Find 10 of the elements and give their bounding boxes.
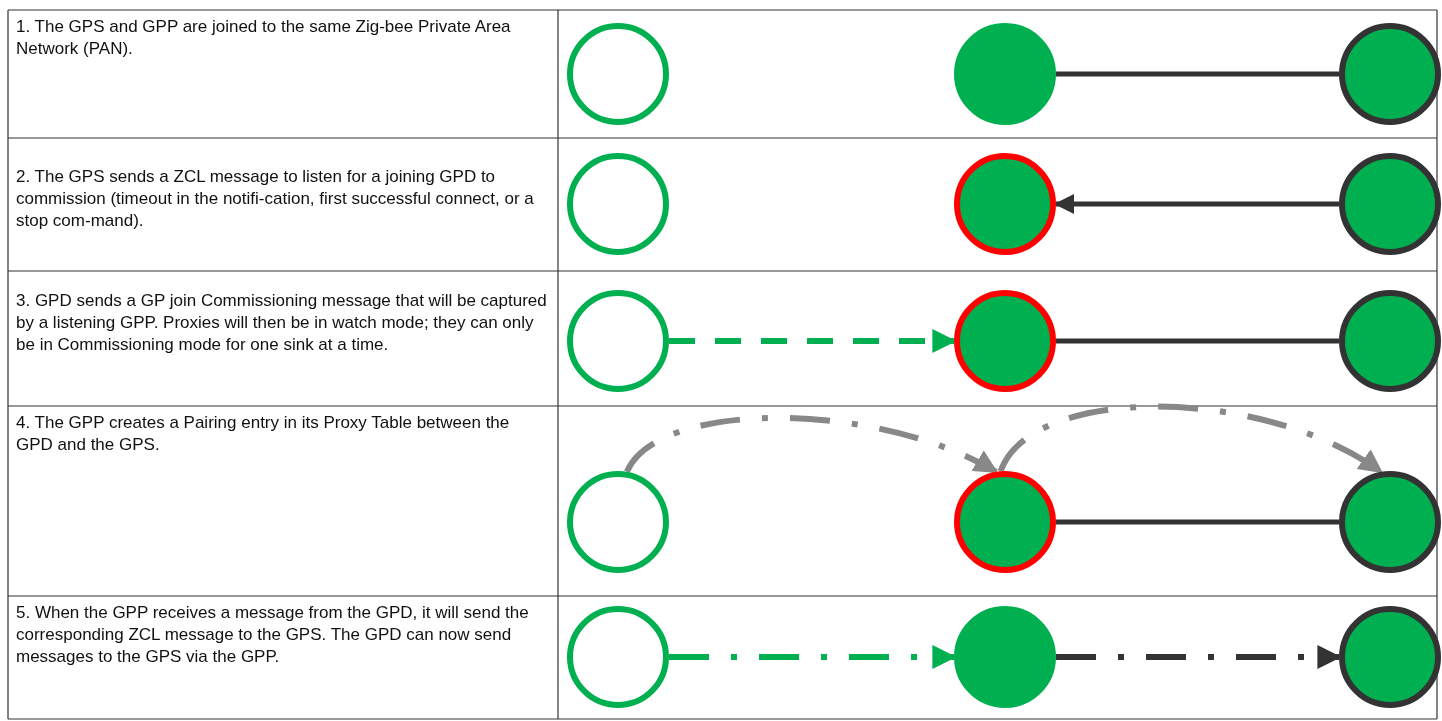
arrow [1054,194,1339,214]
arrow [624,415,999,475]
connector-line [1056,338,1339,344]
step-description: 5. When the GPP receives a message from the GPD, it will send the corresponding ZCL message to the GPS. The GPD can now send messages to the GPS via the GPP. [16,602,530,668]
connector-line [1056,519,1339,525]
step-description: 3. GPD sends a GP join Commissioning message that will be captured by a listening GPP. Proxies will then be in watch mode; they can only be in Commissioning mode for one sink at a time. [16,290,548,356]
step-description: 1. The GPS and GPP are joined to the same Zig-bee Private Area Network (PAN). [16,16,512,60]
step-description: 4. The GPP creates a Pairing entry in its Proxy Table between the GPD and the GPS. [16,412,511,456]
connector-line [1056,71,1339,77]
step-description: 2. The GPS sends a ZCL message to listen for a joining GPD to commission (timeout in the notifi-cation, first successful connect, or a stop com-mand). [16,166,535,232]
